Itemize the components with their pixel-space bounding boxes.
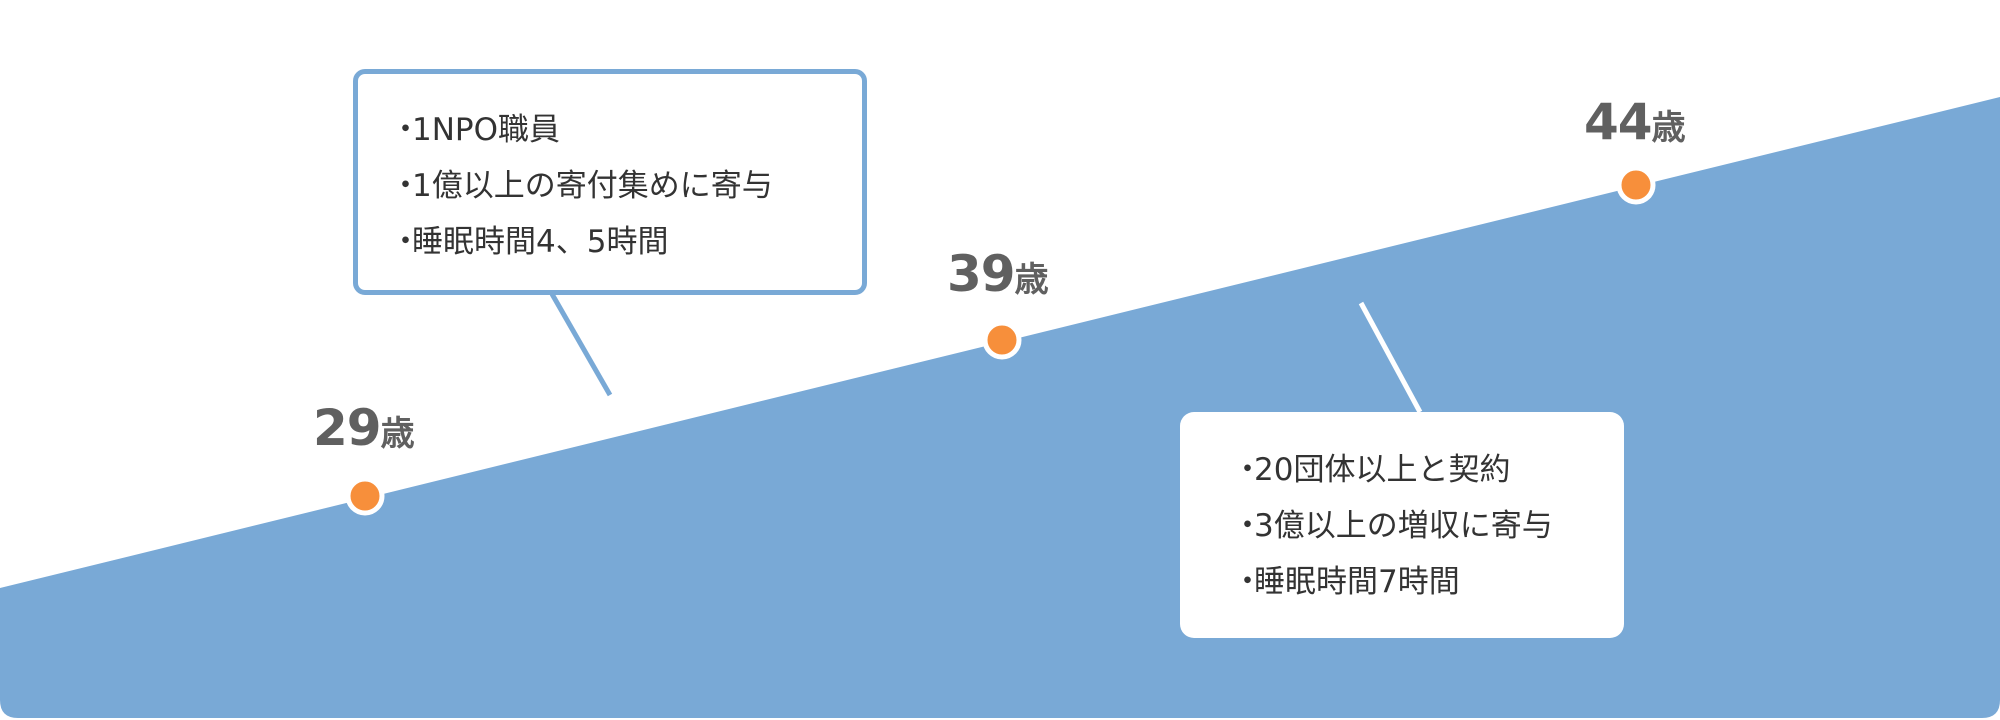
growth-area — [0, 97, 2000, 718]
callout-item: ・1億以上の寄付集めに寄与 — [380, 158, 862, 214]
callout-item: ・1NPO職員 — [380, 102, 862, 158]
connector-line-left — [549, 292, 613, 397]
milestone-dot-39 — [982, 320, 1022, 360]
callout-item: ・睡眠時間7時間 — [1222, 554, 1624, 610]
callout-item-text: 3億以上の増収に寄与 — [1254, 508, 1553, 544]
callout-item-text: 1億以上の寄付集めに寄与 — [412, 168, 773, 204]
callout-item-text: 1NPO職員 — [412, 112, 561, 148]
age-label-29: 29歳 — [313, 399, 415, 457]
callout-box-29: ・1NPO職員 ・1億以上の寄付集めに寄与 ・睡眠時間4、5時間 — [353, 69, 867, 295]
callout-item: ・3億以上の増収に寄与 — [1222, 498, 1624, 554]
age-number: 44 — [1584, 93, 1653, 151]
callout-item-text: 睡眠時間4、5時間 — [412, 224, 669, 260]
connector-line-right — [1358, 301, 1423, 414]
milestone-dot-29 — [345, 476, 385, 516]
callout-item: ・20団体以上と契約 — [1222, 442, 1624, 498]
age-label-39: 39歳 — [947, 245, 1049, 303]
bullet: ・ — [1232, 452, 1263, 488]
bullet: ・ — [1232, 564, 1263, 600]
age-number: 29 — [313, 399, 382, 457]
bullet: ・ — [390, 224, 421, 260]
bullet: ・ — [1232, 508, 1263, 544]
callout-list: ・20団体以上と契約 ・3億以上の増収に寄与 ・睡眠時間7時間 — [1180, 412, 1624, 610]
age-unit: 歳 — [1651, 108, 1686, 148]
callout-item: ・睡眠時間4、5時間 — [380, 214, 862, 270]
bullet: ・ — [390, 168, 421, 204]
callout-item-text: 睡眠時間7時間 — [1254, 564, 1460, 600]
age-unit: 歳 — [1014, 260, 1049, 300]
bullet: ・ — [390, 112, 421, 148]
callout-list: ・1NPO職員 ・1億以上の寄付集めに寄与 ・睡眠時間4、5時間 — [358, 74, 862, 270]
age-number: 39 — [947, 245, 1016, 303]
age-label-44: 44歳 — [1584, 93, 1686, 151]
callout-box-44: ・20団体以上と契約 ・3億以上の増収に寄与 ・睡眠時間7時間 — [1180, 412, 1624, 638]
milestone-dot-44 — [1616, 165, 1656, 205]
age-unit: 歳 — [380, 414, 415, 454]
callout-item-text: 20団体以上と契約 — [1254, 452, 1511, 488]
